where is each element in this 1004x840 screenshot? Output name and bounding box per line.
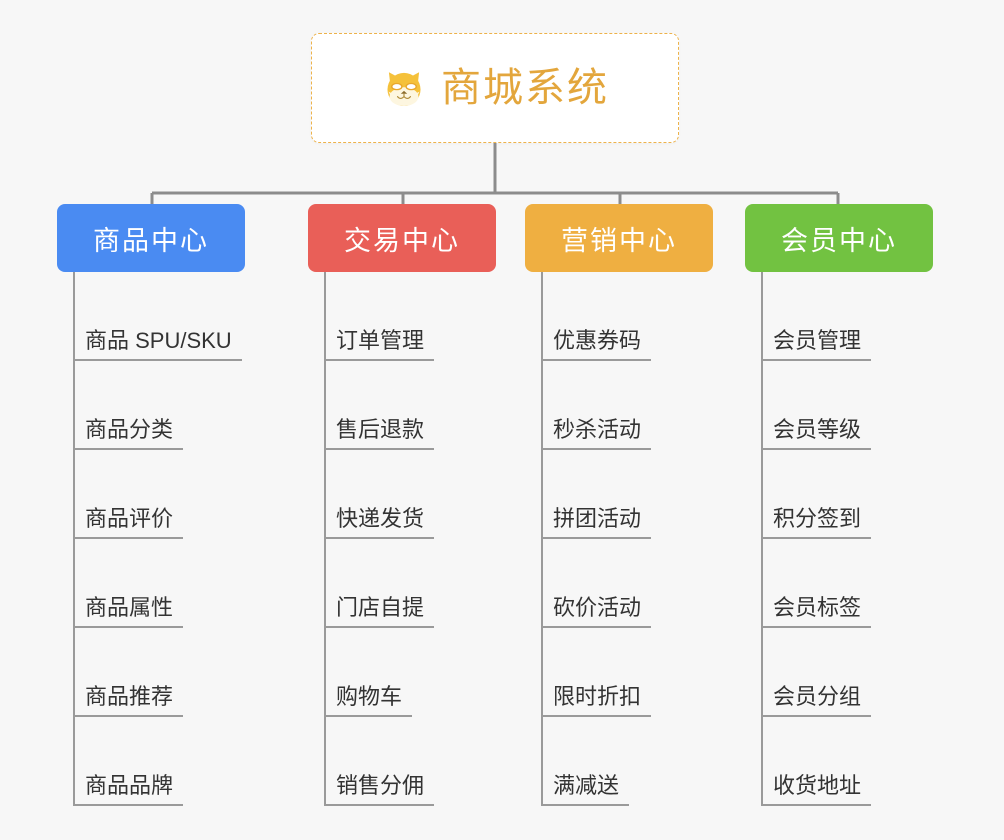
leaf-item[interactable]: 商品品牌 xyxy=(57,717,245,806)
leaf-label: 限时折扣 xyxy=(543,683,652,717)
branch-header-label: 商品中心 xyxy=(93,225,209,256)
leaf-item[interactable]: 商品 SPU/SKU xyxy=(57,272,245,361)
leaf-label: 门店自提 xyxy=(326,594,435,628)
branch-header-label: 营销中心 xyxy=(561,225,677,256)
leaf-item[interactable]: 会员标签 xyxy=(745,539,933,628)
leaf-label: 购物车 xyxy=(326,683,413,717)
leaf-item[interactable]: 积分签到 xyxy=(745,450,933,539)
leaf-label: 会员分组 xyxy=(763,683,872,717)
branch-trunk-line xyxy=(324,272,326,806)
leaf-item[interactable]: 收货地址 xyxy=(745,717,933,806)
leaf-label: 商品推荐 xyxy=(75,683,184,717)
leaf-item[interactable]: 购物车 xyxy=(308,628,496,717)
leaf-item[interactable]: 会员管理 xyxy=(745,272,933,361)
leaf-label: 会员等级 xyxy=(763,416,872,450)
leaf-label: 收货地址 xyxy=(763,772,872,806)
leaf-item[interactable]: 商品分类 xyxy=(57,361,245,450)
leaf-label: 售后退款 xyxy=(326,416,435,450)
leaf-item[interactable]: 秒杀活动 xyxy=(525,361,713,450)
root-title: 商城系统 xyxy=(441,66,609,110)
leaf-label: 快递发货 xyxy=(326,505,435,539)
leaf-label: 商品品牌 xyxy=(75,772,184,806)
leaf-item[interactable]: 门店自提 xyxy=(308,539,496,628)
leaf-item[interactable]: 销售分佣 xyxy=(308,717,496,806)
leaf-item[interactable]: 售后退款 xyxy=(308,361,496,450)
leaf-label: 优惠券码 xyxy=(543,327,652,361)
leaf-label: 商品属性 xyxy=(75,594,184,628)
branch-column-trade-center: 交易中心 订单管理 售后退款 快递发货 门店自提 购物车 销售分佣 xyxy=(308,204,496,806)
leaf-item[interactable]: 拼团活动 xyxy=(525,450,713,539)
leaf-label: 秒杀活动 xyxy=(543,416,652,450)
leaf-label: 满减送 xyxy=(543,772,630,806)
branch-header-label: 交易中心 xyxy=(344,225,460,256)
shiba-dog-face-icon xyxy=(387,72,421,106)
leaf-label: 会员管理 xyxy=(763,327,872,361)
leaf-label: 会员标签 xyxy=(763,594,872,628)
leaf-label: 销售分佣 xyxy=(326,772,435,806)
branch-header-product-center[interactable]: 商品中心 xyxy=(57,204,245,272)
leaf-item[interactable]: 快递发货 xyxy=(308,450,496,539)
leaf-label: 商品分类 xyxy=(75,416,184,450)
branch-column-member-center: 会员中心 会员管理 会员等级 积分签到 会员标签 会员分组 收货地址 xyxy=(745,204,933,806)
branch-column-product-center: 商品中心 商品 SPU/SKU 商品分类 商品评价 商品属性 商品推荐 商品品牌 xyxy=(57,204,245,806)
branch-items-product-center: 商品 SPU/SKU 商品分类 商品评价 商品属性 商品推荐 商品品牌 xyxy=(57,272,245,806)
leaf-item[interactable]: 商品推荐 xyxy=(57,628,245,717)
leaf-label: 订单管理 xyxy=(326,327,435,361)
branch-header-marketing-center[interactable]: 营销中心 xyxy=(525,204,713,272)
leaf-item[interactable]: 满减送 xyxy=(525,717,713,806)
leaf-label: 砍价活动 xyxy=(543,594,652,628)
leaf-item[interactable]: 优惠券码 xyxy=(525,272,713,361)
branch-header-label: 会员中心 xyxy=(781,225,897,256)
branch-items-member-center: 会员管理 会员等级 积分签到 会员标签 会员分组 收货地址 xyxy=(745,272,933,806)
branch-items-trade-center: 订单管理 售后退款 快递发货 门店自提 购物车 销售分佣 xyxy=(308,272,496,806)
branch-items-marketing-center: 优惠券码 秒杀活动 拼团活动 砍价活动 限时折扣 满减送 xyxy=(525,272,713,806)
leaf-item[interactable]: 商品评价 xyxy=(57,450,245,539)
leaf-item[interactable]: 订单管理 xyxy=(308,272,496,361)
branch-trunk-line xyxy=(541,272,543,806)
leaf-label: 商品评价 xyxy=(75,505,184,539)
branch-trunk-line xyxy=(761,272,763,806)
branch-trunk-line xyxy=(73,272,75,806)
leaf-item[interactable]: 商品属性 xyxy=(57,539,245,628)
leaf-item[interactable]: 砍价活动 xyxy=(525,539,713,628)
leaf-label: 商品 SPU/SKU xyxy=(75,327,242,361)
branch-column-marketing-center: 营销中心 优惠券码 秒杀活动 拼团活动 砍价活动 限时折扣 满减送 xyxy=(525,204,713,806)
leaf-label: 积分签到 xyxy=(763,505,872,539)
leaf-item[interactable]: 会员等级 xyxy=(745,361,933,450)
leaf-label: 拼团活动 xyxy=(543,505,652,539)
leaf-item[interactable]: 限时折扣 xyxy=(525,628,713,717)
branch-header-member-center[interactable]: 会员中心 xyxy=(745,204,933,272)
branch-header-trade-center[interactable]: 交易中心 xyxy=(308,204,496,272)
root-node-mall-system[interactable]: 商城系统 xyxy=(311,33,679,143)
leaf-item[interactable]: 会员分组 xyxy=(745,628,933,717)
